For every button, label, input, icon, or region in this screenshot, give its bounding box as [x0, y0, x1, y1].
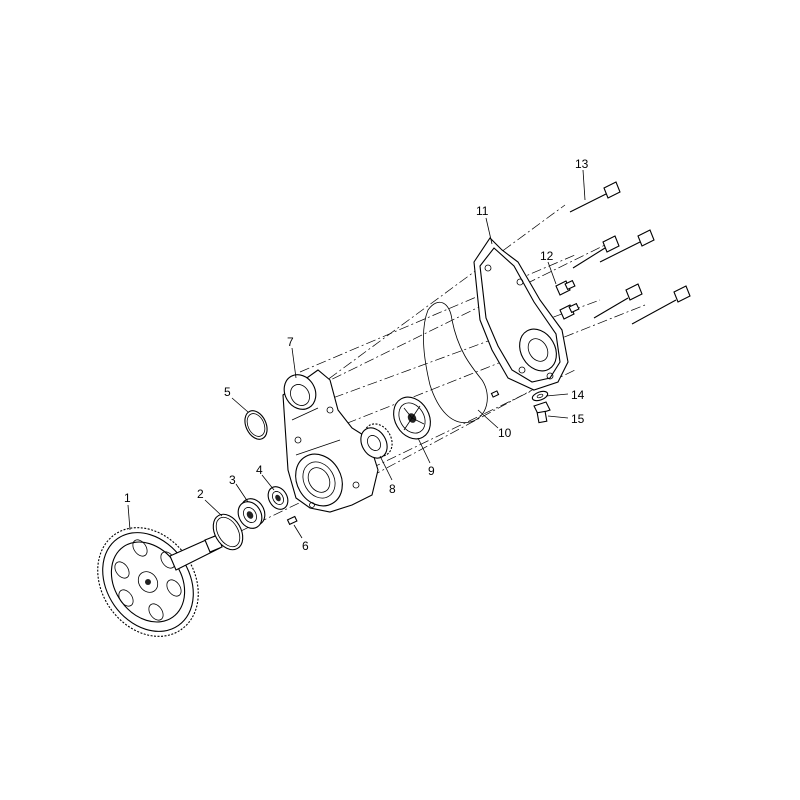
o-ring-part [212, 513, 244, 551]
callout-10: 10 [498, 426, 512, 440]
gear-part [97, 527, 223, 637]
gasket-part [423, 301, 488, 424]
long-bolt-part [569, 181, 691, 325]
pump-cover-part [473, 237, 569, 391]
callout-labels: 1 2 3 4 5 6 7 8 9 10 11 12 13 14 15 [124, 157, 589, 553]
callout-13: 13 [575, 157, 589, 171]
callout-6: 6 [302, 539, 309, 553]
callout-9: 9 [428, 464, 435, 478]
callout-15: 15 [571, 412, 585, 426]
callout-14: 14 [571, 388, 585, 402]
callout-11: 11 [476, 204, 489, 218]
callout-4: 4 [256, 463, 263, 477]
callout-2: 2 [197, 487, 204, 501]
seal-part [267, 486, 289, 510]
callout-7: 7 [287, 335, 294, 349]
short-bolt-part [555, 279, 580, 320]
mechanical-seal-part [360, 423, 393, 459]
callout-8: 8 [389, 482, 396, 496]
drain-plug-part [533, 401, 551, 424]
bearing-part [237, 498, 266, 529]
impeller-part [393, 396, 431, 440]
dowel-pin-part [286, 515, 298, 526]
o-ring-small-part [244, 410, 268, 440]
callout-12: 12 [540, 249, 554, 263]
callout-1: 1 [124, 491, 131, 505]
callout-5: 5 [224, 385, 231, 399]
washer-part [531, 390, 549, 402]
pump-housing-part [282, 369, 379, 513]
leader-lines [127, 169, 586, 539]
small-pin-part [490, 390, 500, 398]
callout-3: 3 [229, 473, 236, 487]
